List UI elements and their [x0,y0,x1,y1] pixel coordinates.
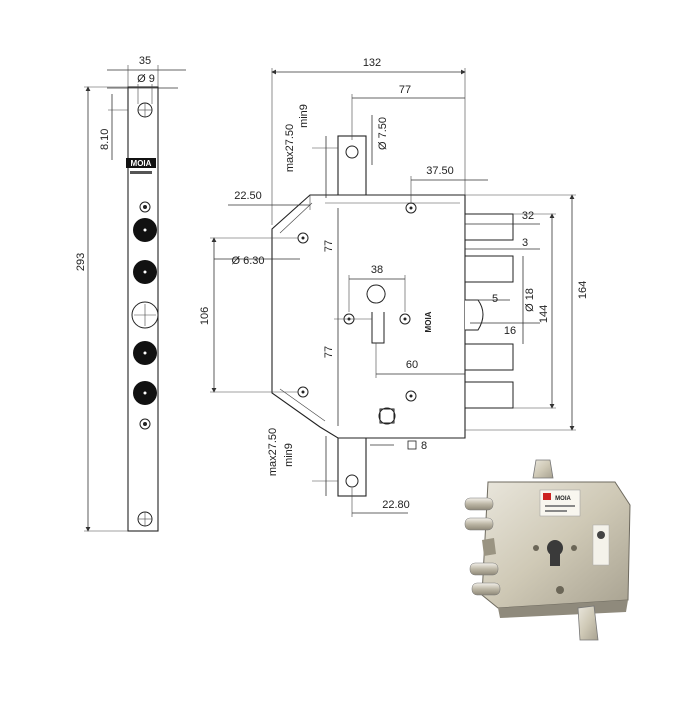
dim-lower-77: 77 [323,346,335,358]
dim-bottom-ear-offset: 22.80 [382,499,410,511]
photo-label-brand: MOIA [555,496,571,502]
dim-ear-offset: 77 [399,84,411,96]
dim-bolt-dia: Ø 18 [524,288,536,312]
keyhole [366,284,386,344]
strike-logo-text: MOIA [131,159,152,168]
lock-body-logo: MOIA [424,311,433,332]
dim-top-ear-max: max27.50 [284,124,296,172]
product-photo: MOIA [464,459,631,641]
spindle-square [379,408,395,424]
dim-latch-5: 5 [492,293,498,305]
dim-strike-width: 35 [139,55,151,67]
dim-spindle: 8 [421,440,427,452]
dim-bolt-gap: 3 [522,237,528,249]
dim-total-width: 132 [363,57,381,69]
dim-strike-offset: 8.10 [99,129,111,150]
dim-side-hole: Ø 6.30 [231,255,264,267]
dim-bottom-ear-min: min9 [283,443,295,467]
strike-small-hole-top [139,201,151,213]
strike-logo: MOIA [126,158,156,174]
latch-bolt [465,299,484,331]
dim-latch-16: 16 [504,325,516,337]
dim-bolt-offset: 37.50 [426,165,454,177]
lock-top-ear [337,135,367,199]
dim-ear-hole: Ø 7.50 [377,117,389,150]
bolt-2 [464,255,514,283]
dim-top-ear-min: min9 [298,104,310,128]
dim-strike-hole: Ø 9 [137,73,155,85]
strike-plate: MOIA 35 Ø 9 8.10 293 [75,55,186,532]
dim-upper-77: 77 [323,240,335,252]
dim-strike-height: 293 [75,253,87,271]
dim-backset: 60 [406,359,418,371]
dim-bolt-length: 32 [522,210,534,222]
photo-bolts [464,497,501,596]
bolt-1 [464,213,514,241]
bolt-4 [464,381,514,409]
lock-body: MOIA 132 77 Ø 7.50 max27.50 min9 37.50 2… [199,57,589,517]
dim-bottom-ear-max: max27.50 [267,428,279,476]
dim-cylinder-spacing: 38 [371,264,383,276]
dim-inner-height: 144 [538,305,550,323]
lock-bottom-ear [337,431,367,497]
dim-outer-height: 164 [577,281,589,299]
strike-small-hole-bottom [139,418,151,430]
bolt-3 [464,343,514,371]
dim-bevel: 22.50 [234,190,262,202]
lock-body-outline [271,194,466,439]
dim-height-left: 106 [199,307,211,325]
